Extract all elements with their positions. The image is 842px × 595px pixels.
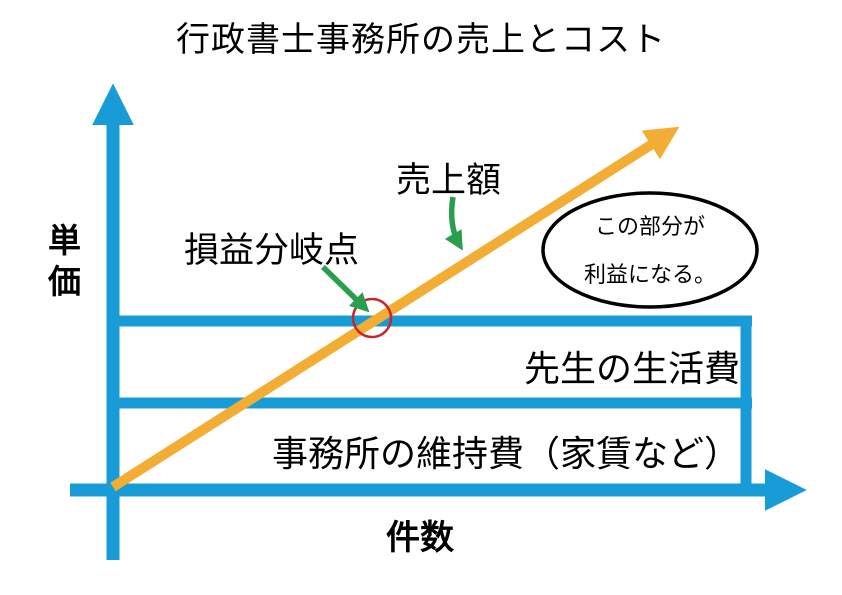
sales-label-arrow-icon (444, 196, 463, 251)
diagram-title: 行政書士事務所の売上とコスト (176, 21, 666, 59)
sales-line-label: 売上額 (396, 161, 502, 200)
office-cost-band-label: 事務所の維持費（家賃など） (271, 433, 740, 474)
x-axis-label: 件数 (386, 519, 454, 557)
break-even-circle (351, 297, 393, 339)
y-axis-label: 単 価 (48, 222, 81, 301)
living-cost-band-label: 先生の生活費 (523, 348, 740, 389)
profit-note-ellipse (541, 191, 759, 309)
break-even-arrow-icon (321, 265, 370, 313)
profit-note-text: この部分が 利益になる。 (583, 214, 716, 287)
break-even-label: 損益分岐点 (184, 231, 360, 270)
